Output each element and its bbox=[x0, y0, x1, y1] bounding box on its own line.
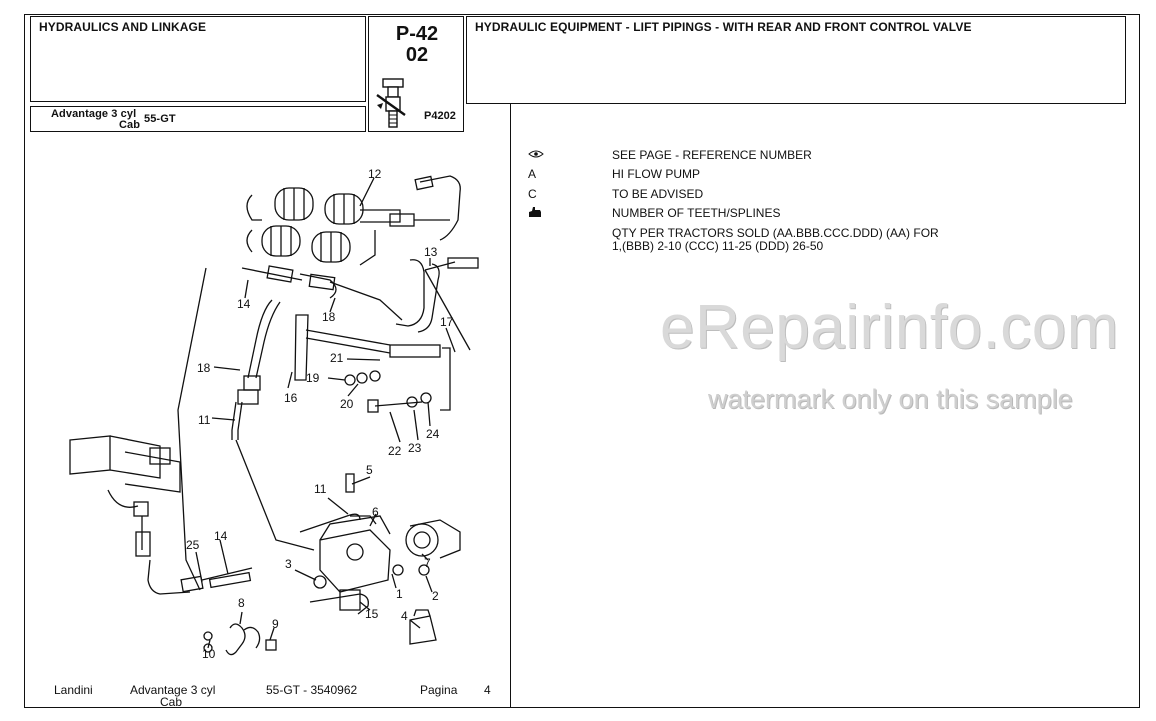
footer-page-label: Pagina bbox=[420, 683, 458, 697]
callout: 18 bbox=[197, 361, 211, 375]
eye-icon bbox=[528, 148, 548, 162]
callout: 7 bbox=[424, 556, 431, 570]
page-frame bbox=[24, 14, 1140, 708]
callout: 15 bbox=[365, 607, 379, 621]
callout: 19 bbox=[306, 371, 320, 385]
column-divider bbox=[510, 104, 511, 708]
callout: 13 bbox=[424, 245, 438, 259]
footer-model-line1: Advantage 3 cyl bbox=[130, 683, 216, 697]
footer-brand: Landini bbox=[54, 683, 93, 697]
legend-text-line2: 1,(BBB) 2-10 (CCC) 11-25 (DDD) 26-50 bbox=[612, 239, 824, 253]
callout: 11 bbox=[198, 413, 211, 427]
callout: 2 bbox=[432, 589, 439, 603]
legend-symbol: A bbox=[528, 167, 537, 181]
footer-model-line2: Cab bbox=[160, 695, 183, 709]
watermark-note: watermark only on this sample bbox=[708, 384, 1073, 414]
footer-code: 55-GT - 3540962 bbox=[266, 683, 358, 697]
legend-text: HI FLOW PUMP bbox=[612, 167, 701, 181]
title-box: HYDRAULIC EQUIPMENT - LIFT PIPINGS - WIT… bbox=[466, 16, 1126, 104]
callout: 14 bbox=[214, 529, 228, 543]
callout: 14 bbox=[237, 297, 251, 311]
callout: 21 bbox=[330, 351, 344, 365]
page-code-line1: P-42 bbox=[395, 23, 439, 45]
legend-text: NUMBER OF TEETH/SPLINES bbox=[612, 206, 781, 220]
callout: 25 bbox=[186, 538, 200, 552]
section-box: HYDRAULICS AND LINKAGE bbox=[30, 16, 366, 102]
watermark-logo: eRepairinfo.com bbox=[660, 293, 1119, 362]
model-box: Advantage 3 cyl Cab 55-GT bbox=[30, 106, 366, 132]
page-code-line2: 02 bbox=[405, 44, 429, 66]
callout: 11 bbox=[314, 482, 327, 496]
legend-text: SEE PAGE - REFERENCE NUMBER bbox=[612, 148, 812, 162]
legend-text-line1: QTY PER TRACTORS SOLD (AA.BBB.CCC.DDD) (… bbox=[612, 226, 939, 240]
model-line2: Cab bbox=[119, 119, 141, 131]
callout: 22 bbox=[388, 444, 402, 458]
callout: 16 bbox=[284, 391, 298, 405]
figure-ref: P4202 bbox=[424, 110, 456, 122]
callout: 17 bbox=[440, 315, 454, 329]
callout: 20 bbox=[340, 397, 354, 411]
callout: 8 bbox=[238, 596, 245, 610]
section-title: HYDRAULICS AND LINKAGE bbox=[39, 20, 207, 34]
callout: 12 bbox=[368, 167, 382, 181]
hydraulic-fitting-icon bbox=[375, 75, 411, 136]
callout: 9 bbox=[272, 617, 279, 631]
footer-page-number: 4 bbox=[484, 683, 491, 697]
callout: 5 bbox=[366, 463, 373, 477]
callout: 3 bbox=[285, 557, 292, 571]
model-code: 55-GT bbox=[144, 113, 176, 125]
callout: 6 bbox=[372, 505, 379, 519]
callout: 24 bbox=[426, 427, 440, 441]
callout: 10 bbox=[202, 647, 216, 661]
page-code-box: P-42 02 P4202 bbox=[368, 16, 464, 132]
callout: 1 bbox=[396, 587, 403, 601]
callout: 23 bbox=[408, 441, 422, 455]
parts-diagram: 12 13 14 18 17 21 19 20 16 18 11 22 23 2… bbox=[69, 167, 479, 661]
model-line1: Advantage 3 cyl bbox=[51, 108, 137, 120]
callout: 18 bbox=[322, 310, 336, 324]
legend-symbol: C bbox=[528, 187, 537, 201]
callout: 4 bbox=[401, 609, 408, 623]
hand-icon bbox=[528, 206, 548, 221]
legend-text: TO BE ADVISED bbox=[612, 187, 704, 201]
page-title: HYDRAULIC EQUIPMENT - LIFT PIPINGS - WIT… bbox=[475, 20, 972, 34]
